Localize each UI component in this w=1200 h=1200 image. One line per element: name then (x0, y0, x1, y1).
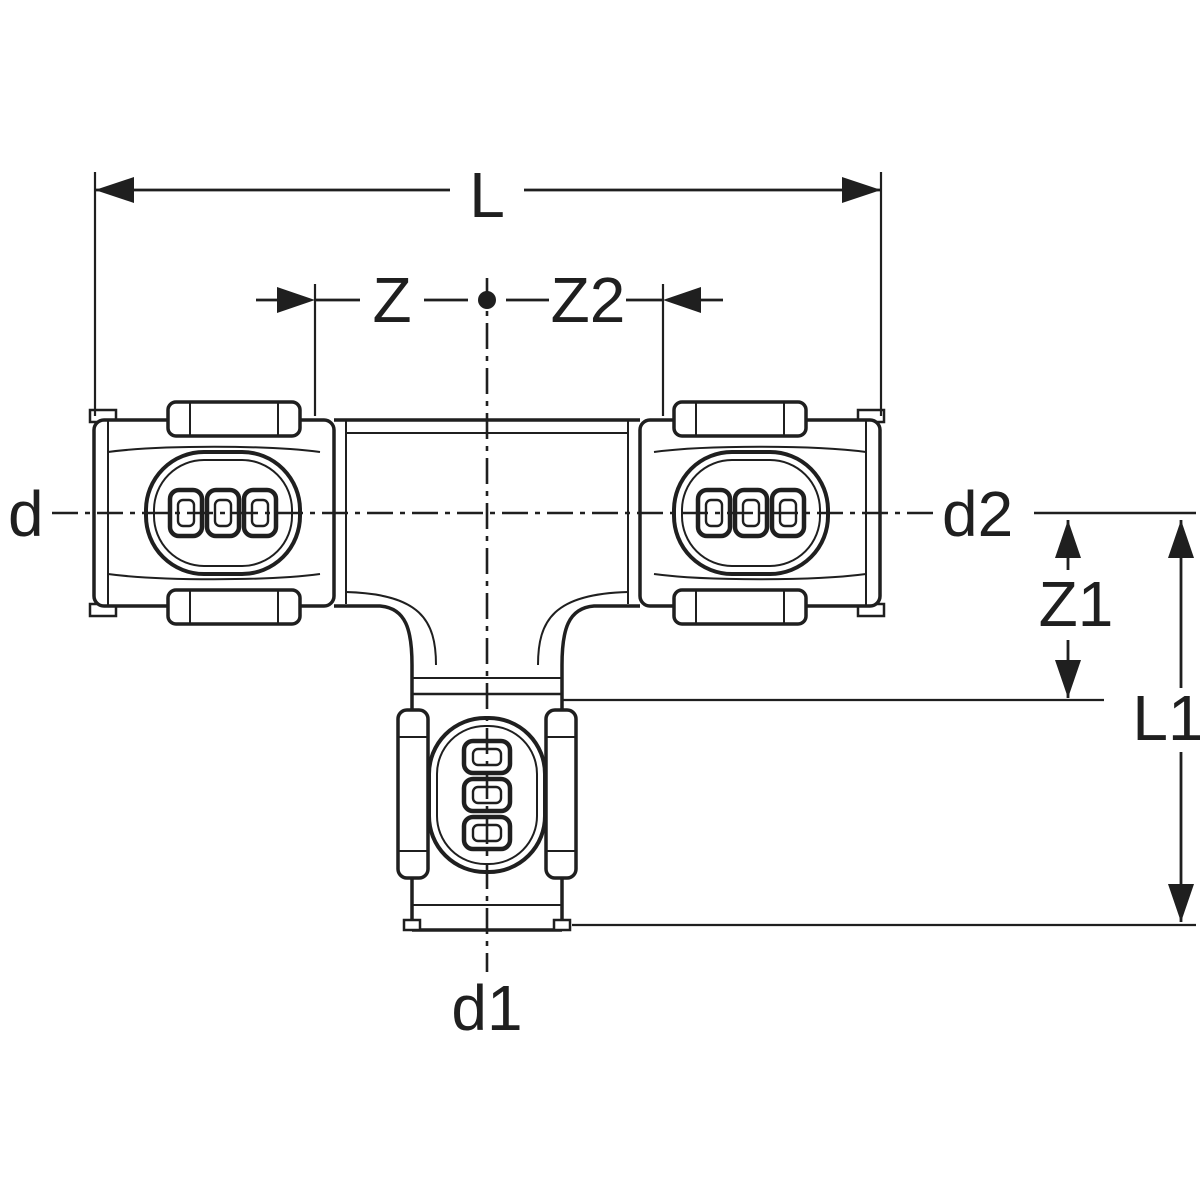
arrowhead (1168, 884, 1194, 922)
clamp-band-bottom (672, 588, 808, 626)
dim-label-Z1: Z1 (1039, 568, 1114, 640)
arrowhead (842, 177, 881, 203)
band-ticks (189, 402, 279, 624)
contour-line (653, 573, 867, 581)
dim-label-Z2: Z2 (551, 264, 626, 336)
contour-line (653, 445, 867, 453)
clamp-band-left (396, 708, 430, 880)
band-ticks (398, 736, 576, 852)
arrowhead (277, 287, 315, 313)
branch-outline-right (560, 604, 640, 930)
right-extension-lines (562, 698, 1196, 927)
clamp-band-top (166, 400, 302, 438)
arrowhead (95, 177, 134, 203)
dimension-Z-Z2 (256, 284, 723, 416)
clamp-band-bottom (166, 588, 302, 626)
center-lines (52, 278, 1196, 972)
arrowhead (663, 287, 701, 313)
dim-label-L: L (469, 159, 505, 231)
dimensions (93, 172, 1196, 927)
dim-label-L1: L1 (1132, 682, 1200, 754)
corner-tab (402, 918, 422, 932)
branch-outline-left (334, 604, 414, 930)
arrowhead (1055, 660, 1081, 698)
arrowhead (1168, 520, 1194, 558)
band-ticks (695, 402, 785, 624)
corner-tab (552, 918, 572, 932)
clamp-band-right (544, 708, 578, 880)
dimension-L1 (1168, 520, 1194, 922)
arrowhead (1055, 520, 1081, 558)
inner-fillet (537, 591, 629, 666)
dim-label-Z: Z (372, 264, 411, 336)
inner-fillet (345, 591, 437, 666)
indicator-window-inner (213, 498, 233, 528)
dimension-Z1 (1055, 520, 1081, 698)
dimension-L (93, 172, 883, 416)
axis-label-d2: d2 (942, 478, 1013, 550)
contour-line (107, 573, 321, 581)
axis-label-d: d (8, 478, 44, 550)
center-reference-dot (478, 291, 496, 309)
contour-line (107, 445, 321, 453)
axis-label-d1: d1 (451, 972, 522, 1044)
clamp-band-top (672, 400, 808, 438)
